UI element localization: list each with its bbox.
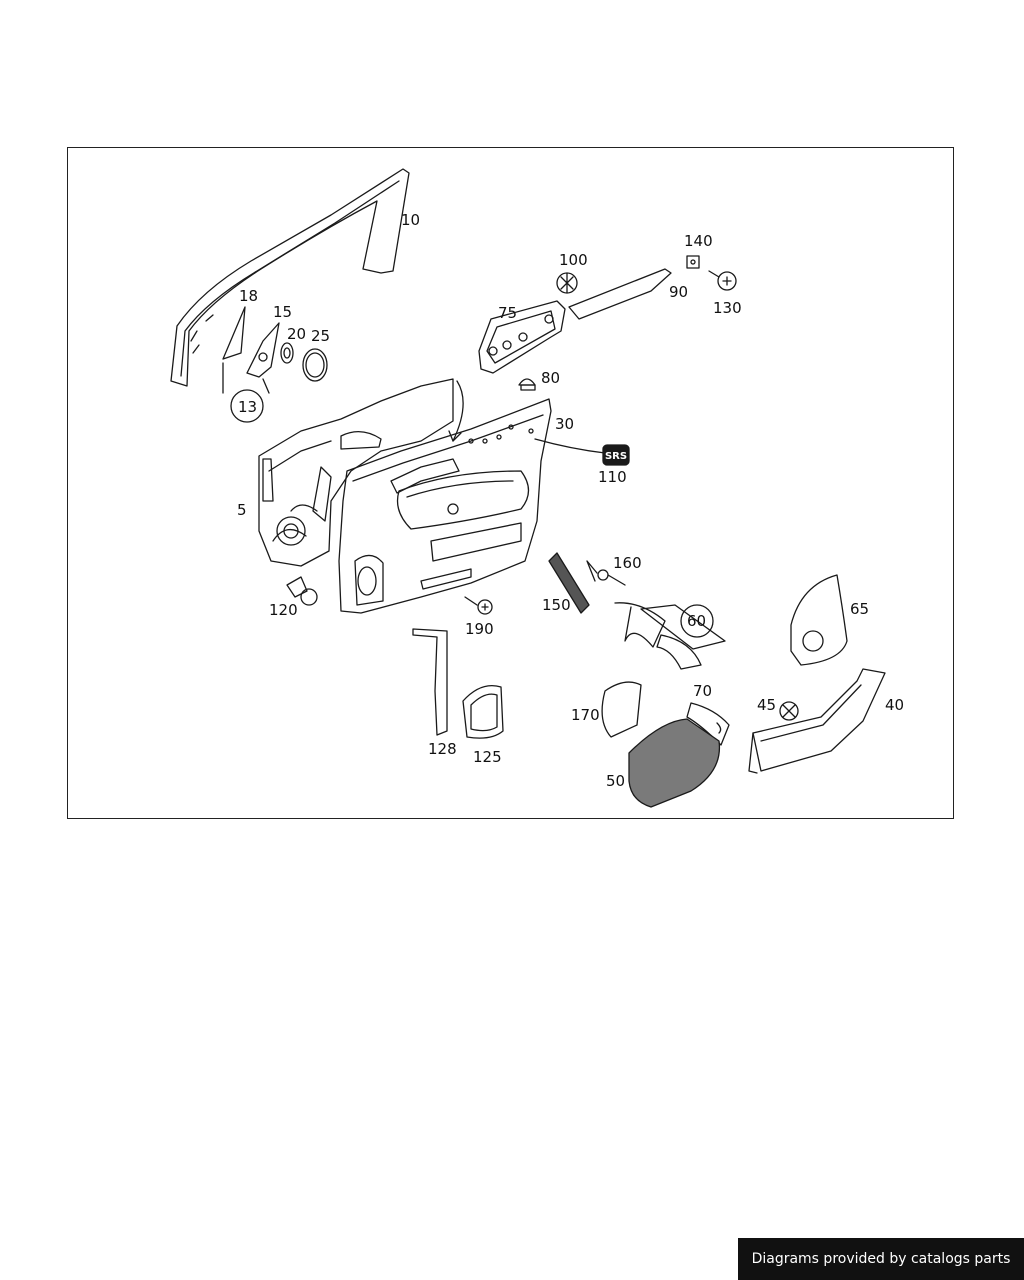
label-150: 150 [542,596,571,614]
part-speaker-ring [302,348,328,382]
label-170: 170 [571,706,600,724]
part-pin-160 [597,569,626,586]
label-80: 80 [541,369,560,387]
diagram-frame: SRS [67,147,954,819]
callout-13 [230,389,264,423]
part-speaker-cover [790,574,848,666]
part-door-panel [338,380,552,614]
part-trim-strip [568,268,672,320]
part-screw-190 [464,596,493,615]
label-75: 75 [498,304,517,322]
label-40: 40 [885,696,904,714]
part-clip-45 [779,701,799,721]
label-45: 45 [757,696,776,714]
part-pillar-trim [748,668,886,774]
label-18: 18 [239,287,258,305]
label-110: 110 [598,468,627,486]
part-mirror-cover [246,322,280,394]
part-disc-20 [280,342,294,364]
label-10: 10 [401,211,420,229]
label-70: 70 [693,682,712,700]
label-5: 5 [237,501,247,519]
label-65: 65 [850,600,869,618]
label-25: 25 [311,327,330,345]
label-90: 90 [669,283,688,301]
srs-badge-text: SRS [605,451,627,462]
label-125: 125 [473,748,502,766]
label-140: 140 [684,232,713,250]
part-triangle-trim [222,306,246,394]
part-handle-60 [614,602,726,670]
label-130: 130 [713,299,742,317]
door-parts-diagram: SRS [170,168,904,808]
part-cover-70 [686,702,730,746]
part-plug-80 [518,378,536,391]
label-20: 20 [287,325,306,343]
part-foil-170 [601,681,642,738]
label-160: 160 [613,554,642,572]
label-13: 13 [238,398,257,416]
label-190: 190 [465,620,494,638]
credit-badge: Diagrams provided by catalogs parts [738,1238,1024,1280]
part-switch-bezel [478,300,566,374]
label-15: 15 [273,303,292,321]
part-clip-100 [556,272,578,294]
label-120: 120 [269,601,298,619]
label-100: 100 [559,251,588,269]
part-srs-badge: SRS [534,438,630,466]
part-screw-130 [708,270,737,291]
part-rod-128 [412,628,448,736]
label-30: 30 [555,415,574,433]
label-128: 128 [428,740,457,758]
label-50: 50 [606,772,625,790]
part-door-carrier [258,378,454,567]
part-speaker-grille [628,718,721,808]
part-bracket-150 [548,552,598,614]
part-clip-120 [286,576,318,606]
part-clip-140 [686,255,700,269]
part-gasket-125 [462,684,504,739]
part-labels: 10 18 15 20 25 13 5 75 100 90 140 130 80… [237,211,904,790]
label-60: 60 [687,612,706,630]
part-window-seal [170,168,410,387]
